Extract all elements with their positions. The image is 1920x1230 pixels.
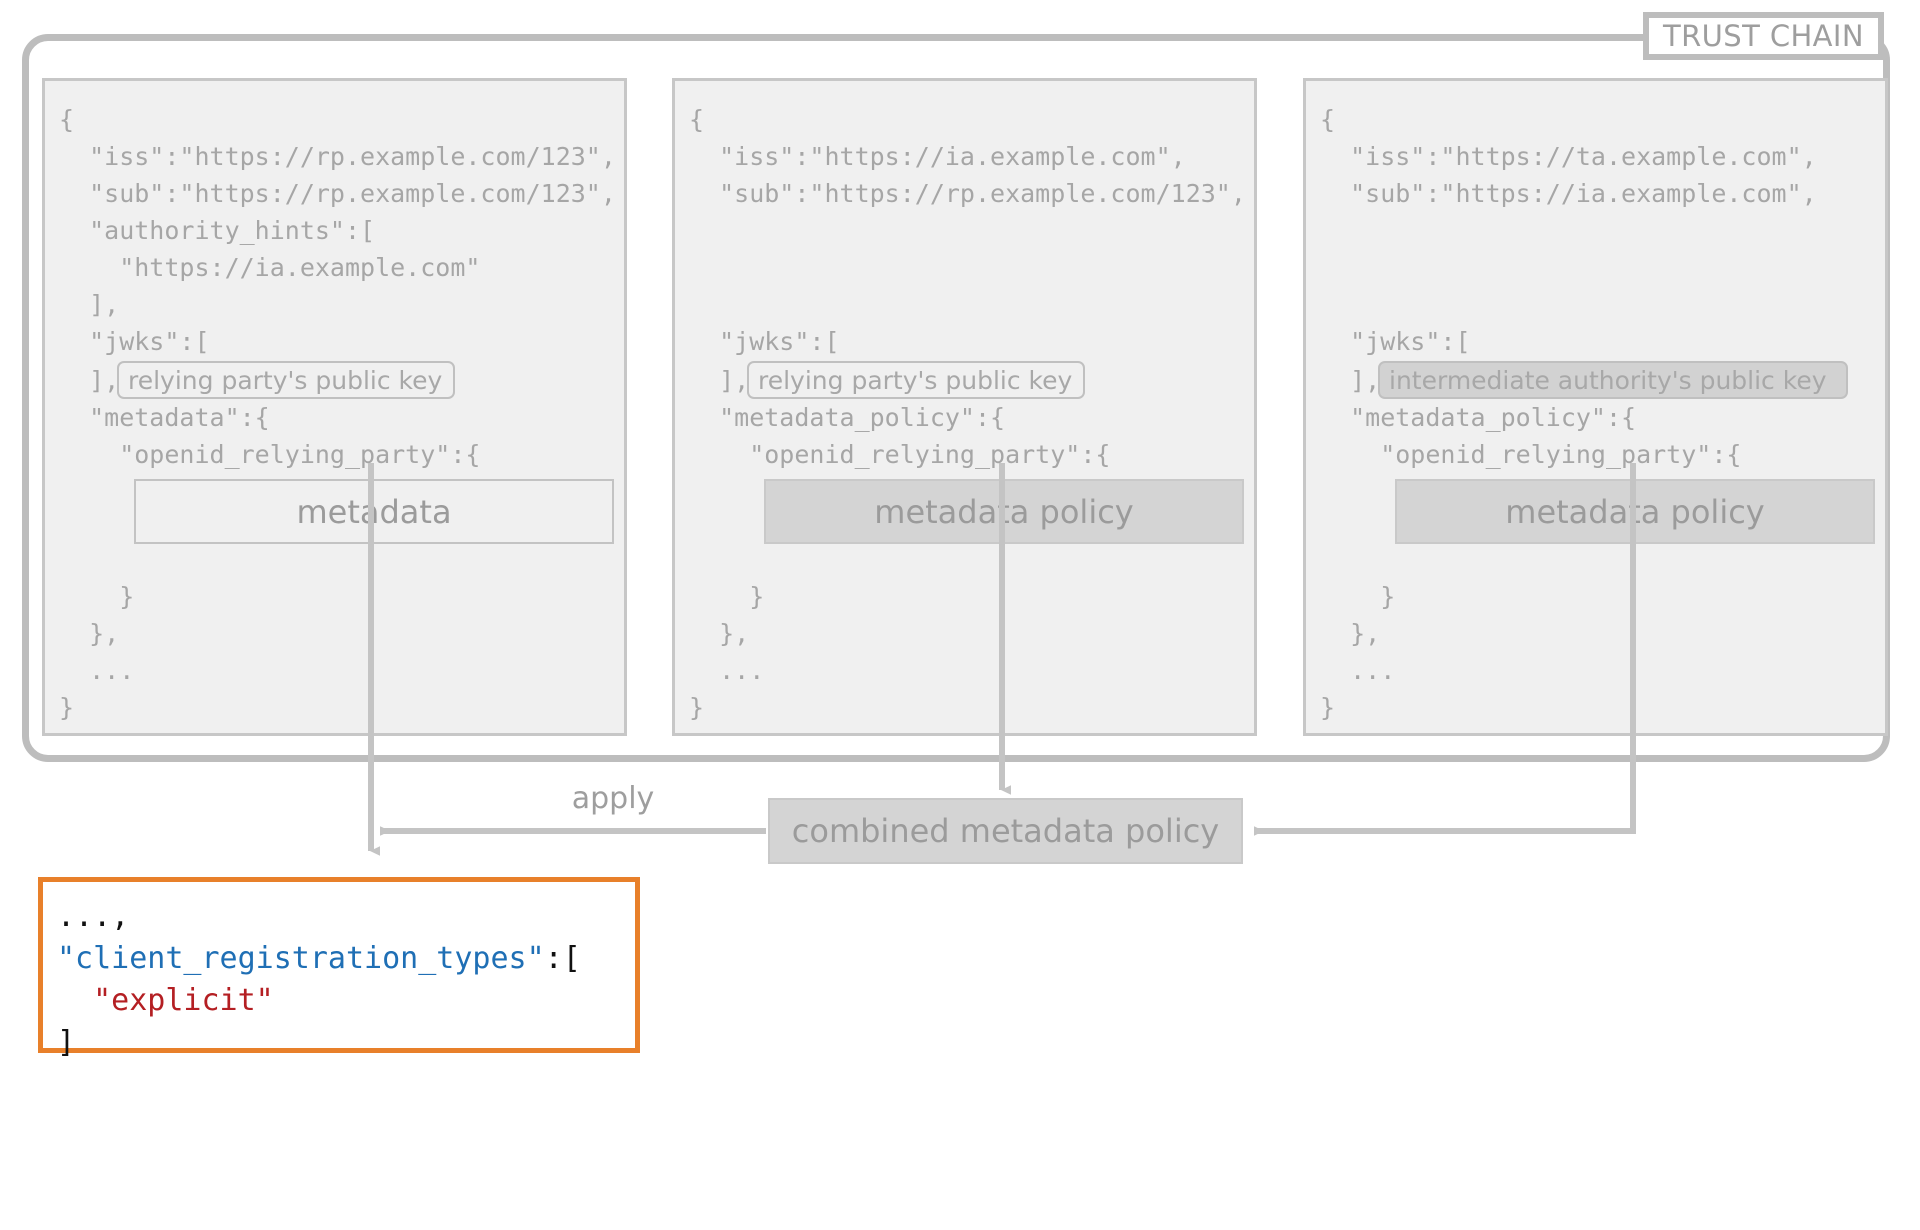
result-close-bracket: ] bbox=[57, 1025, 76, 1060]
trust-chain-label: TRUST CHAIN bbox=[1643, 12, 1884, 60]
json-code-mid-1: ], "metadata_policy":{ "openid_relying_p… bbox=[719, 366, 1111, 469]
public-key-pill-1: relying party's public key bbox=[747, 361, 1085, 399]
json-code-top-1: { "iss":"https://ia.example.com", "sub":… bbox=[689, 105, 1246, 356]
entity-statement-panel-trust-anchor: { "iss":"https://ta.example.com", "sub":… bbox=[1303, 78, 1888, 736]
combined-metadata-policy-box: combined metadata policy bbox=[768, 798, 1243, 864]
json-code-bottom-2: } }, ... } bbox=[1320, 582, 1396, 722]
metadata-box-0: metadata bbox=[134, 479, 614, 544]
entity-statement-panel-intermediate-authority: { "iss":"https://ia.example.com", "sub":… bbox=[672, 78, 1257, 736]
result-line-ellipsis: ..., bbox=[57, 899, 130, 934]
entity-statement-panel-relying-party: { "iss":"https://rp.example.com/123", "s… bbox=[42, 78, 627, 736]
json-code-bottom-0: } }, ... } bbox=[59, 582, 135, 722]
json-code-mid-0: ], "metadata":{ "openid_relying_party":{ bbox=[89, 366, 481, 469]
metadata-policy-box-1: metadata policy bbox=[764, 479, 1244, 544]
json-code-bottom-1: } }, ... } bbox=[689, 582, 765, 722]
resolved-metadata-result-box: ..., "client_registration_types":[ "expl… bbox=[38, 877, 640, 1060]
json-code-mid-2: ], "metadata_policy":{ "openid_relying_p… bbox=[1350, 366, 1742, 469]
diagram-canvas: TRUST CHAIN { "iss":"https://rp.example.… bbox=[22, 12, 1890, 1060]
result-key-client-registration-types: "client_registration_types" bbox=[57, 941, 545, 976]
json-code-top-0: { "iss":"https://rp.example.com/123", "s… bbox=[59, 105, 616, 356]
result-key-tail: :[ bbox=[544, 941, 581, 976]
public-key-pill-0: relying party's public key bbox=[117, 361, 455, 399]
apply-label: apply bbox=[571, 780, 655, 816]
public-key-pill-2: intermediate authority's public key bbox=[1378, 361, 1848, 399]
metadata-policy-box-2: metadata policy bbox=[1395, 479, 1875, 544]
json-code-top-2: { "iss":"https://ta.example.com", "sub":… bbox=[1320, 105, 1817, 356]
result-value-explicit: "explicit" bbox=[93, 983, 274, 1018]
